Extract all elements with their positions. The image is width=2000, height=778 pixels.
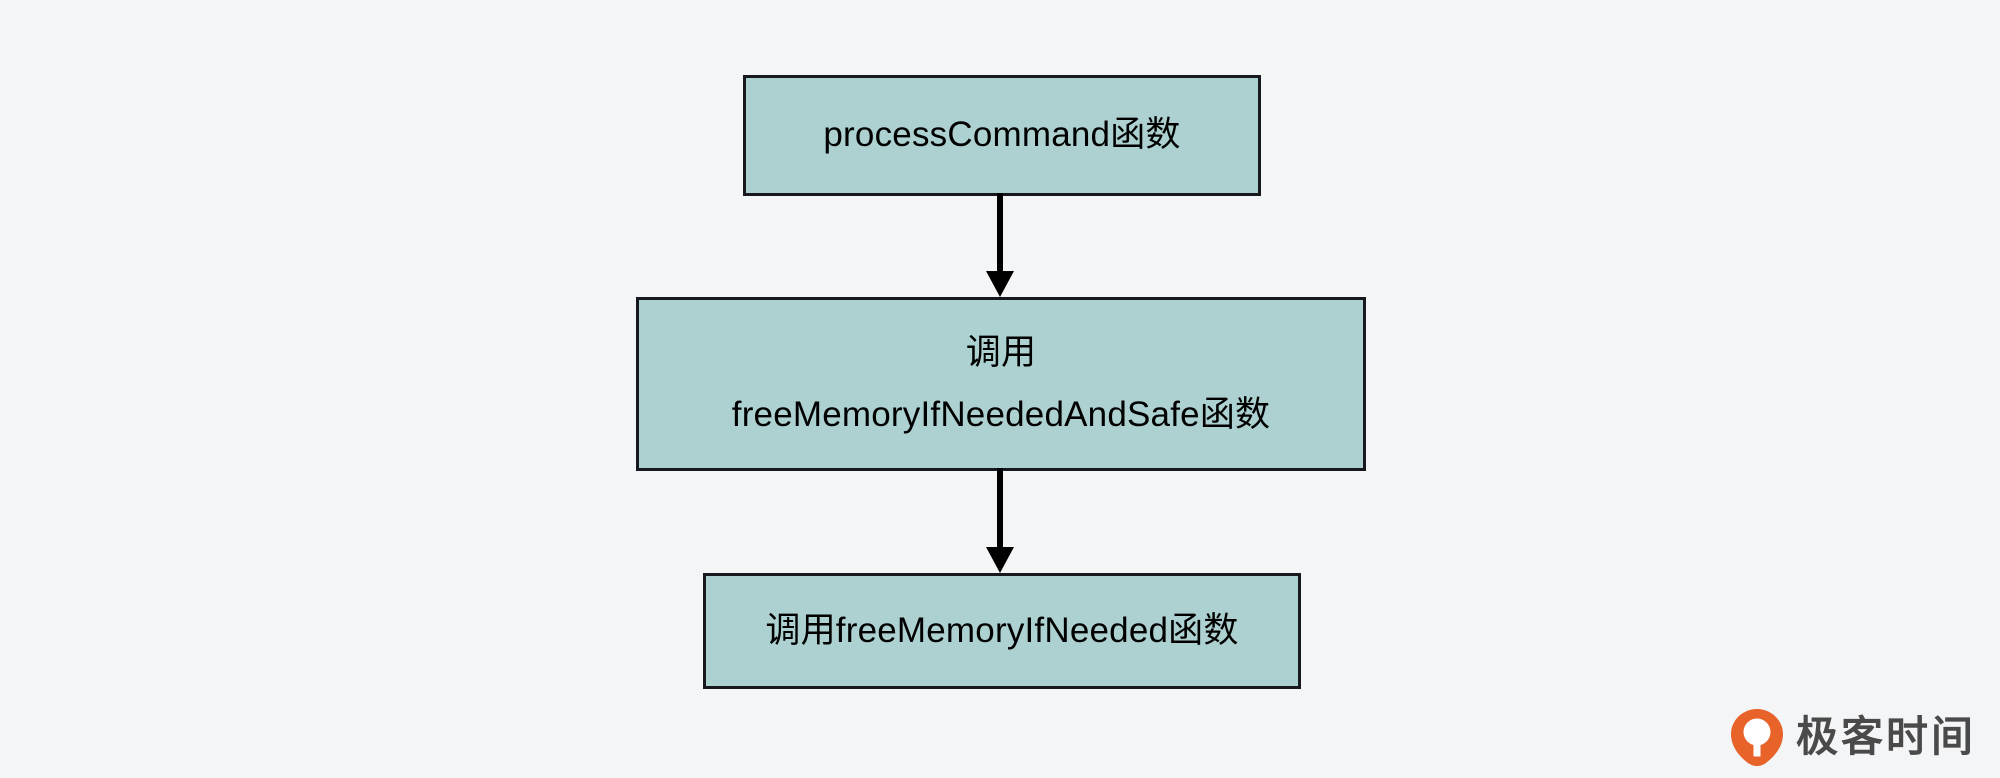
- flow-connector-2: [980, 468, 1020, 575]
- connector-line: [997, 468, 1003, 551]
- flow-node-label-line-2: freeMemoryIfNeededAndSafe函数: [731, 395, 1271, 434]
- connector-line: [997, 193, 1003, 275]
- watermark: 极客时间: [1730, 708, 1976, 766]
- flow-node-process-command: processCommand函数: [743, 75, 1261, 196]
- flow-node-label: 调用freeMemoryIfNeeded函数: [765, 610, 1239, 650]
- flow-connector-1: [980, 193, 1020, 299]
- arrowhead-down-icon: [986, 547, 1014, 573]
- flow-node-free-memory-if-needed: 调用freeMemoryIfNeeded函数: [703, 573, 1301, 689]
- flow-node-label: processCommand函数: [823, 115, 1181, 155]
- arrowhead-down-icon: [986, 271, 1014, 297]
- geektime-droplet-logo-icon: [1730, 708, 1784, 766]
- flow-node-free-memory-if-needed-and-safe: 调用 freeMemoryIfNeededAndSafe函数: [636, 297, 1366, 471]
- flow-node-label-line-1: 调用: [965, 332, 1037, 372]
- watermark-text: 极客时间: [1795, 713, 1976, 760]
